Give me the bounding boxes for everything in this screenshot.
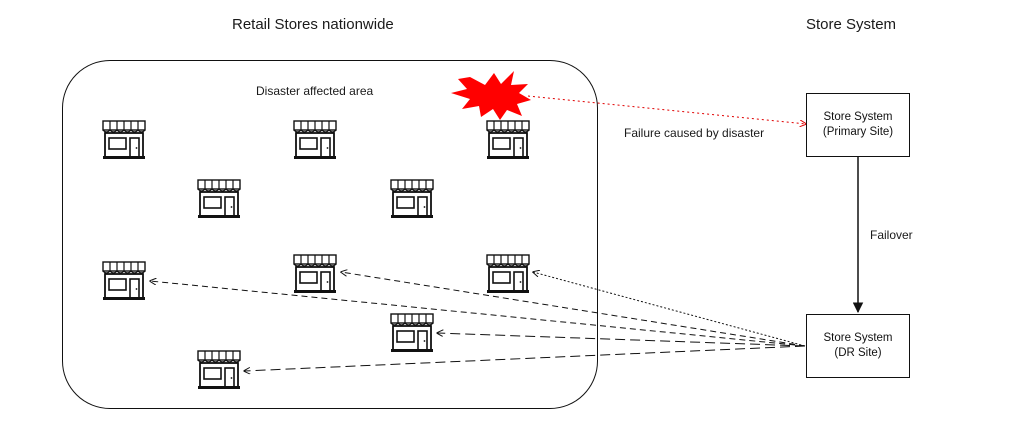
stores-title: Retail Stores nationwide	[232, 16, 394, 33]
store-icon-row1-left	[100, 120, 148, 160]
store-icon-row3-mid	[291, 254, 339, 294]
dr-line-store-lower	[437, 333, 806, 347]
disaster-area-label: Disaster affected area	[256, 84, 374, 98]
dr-site-box: Store System (DR Site)	[806, 314, 910, 378]
dr-line-store-right	[533, 272, 806, 347]
dr-connections	[150, 272, 806, 371]
failure-line	[527, 95, 806, 124]
primary-site-box: Store System (Primary Site)	[806, 93, 910, 157]
primary-site-line1: Store System	[823, 111, 893, 123]
dr-line-store-bottom	[244, 345, 806, 371]
explosion-icon	[451, 71, 531, 120]
system-title: Store System	[806, 16, 897, 33]
store-icon-row1-mid	[291, 120, 339, 160]
store-icon-row4	[388, 313, 436, 353]
store-icon-row5	[195, 350, 243, 390]
dr-site-line2: (DR Site)	[834, 347, 882, 359]
store-icon-row2-right	[388, 179, 436, 219]
store-icon-row3-left	[100, 261, 148, 301]
failure-label: Failure caused by disaster	[624, 126, 765, 140]
retail-stores-area	[62, 60, 598, 409]
store-icon-row2-left	[195, 179, 243, 219]
dr-line-store-mid	[341, 272, 806, 347]
primary-site-line2: (Primary Site)	[822, 126, 894, 138]
store-icon-row1-right	[484, 120, 532, 160]
failover-label: Failover	[870, 228, 913, 242]
store-icon-row3-right	[484, 254, 532, 294]
dr-line-store-left	[150, 281, 806, 347]
dr-site-line1: Store System	[823, 332, 893, 344]
